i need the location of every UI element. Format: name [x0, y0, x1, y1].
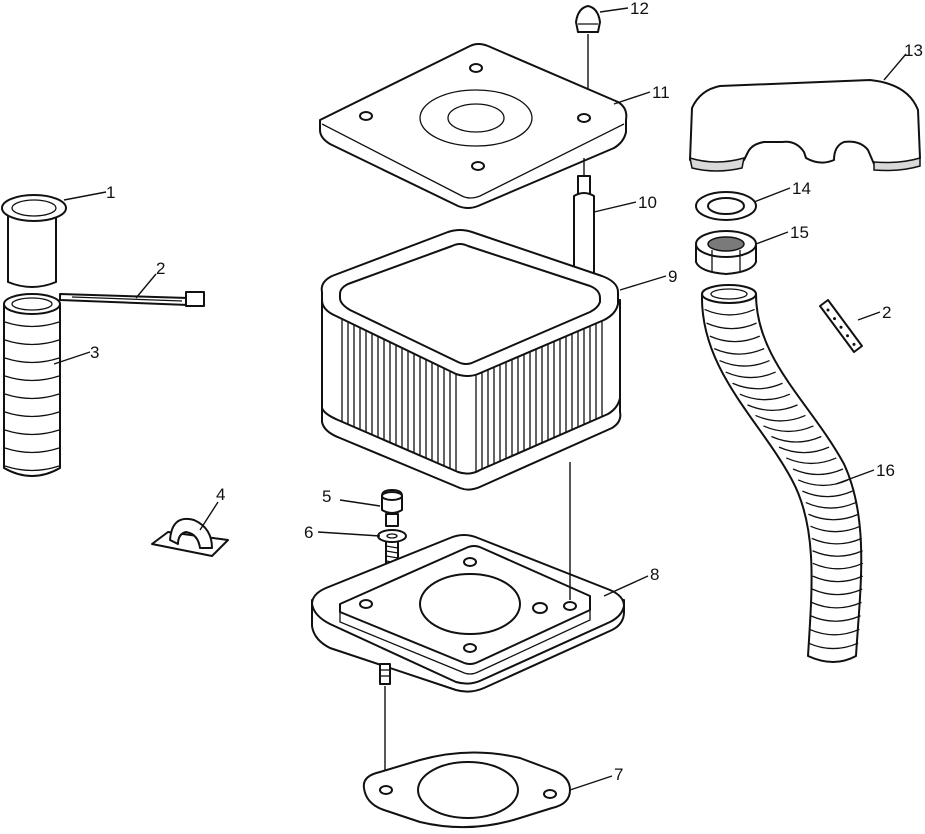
- callout-3: 3: [90, 343, 99, 362]
- part-14-washer: [695, 191, 757, 221]
- callout-14: 14: [792, 179, 811, 198]
- part-9-filter-element: [320, 229, 622, 491]
- callout-1: 1: [106, 183, 115, 202]
- part-2-cable-tie: [59, 291, 205, 307]
- callout-2-left: 2: [156, 259, 165, 278]
- callout-leaders: [53, 7, 907, 791]
- part-8-base-tray: [311, 534, 625, 693]
- part-12-cap-nut: [575, 5, 601, 33]
- part-4-clip: [151, 518, 229, 557]
- callout-8: 8: [650, 565, 659, 584]
- callout-11: 11: [652, 83, 670, 102]
- callout-16: 16: [876, 461, 895, 480]
- bottom-stud: [379, 663, 391, 685]
- callout-12: 12: [630, 0, 649, 18]
- callout-15: 15: [790, 223, 809, 242]
- part-11-top-cover: [319, 43, 628, 209]
- callout-4: 4: [216, 485, 225, 504]
- part-2-strap: [819, 299, 863, 353]
- part-1-sleeve: [1, 194, 67, 288]
- part-15-nut: [695, 230, 757, 275]
- callout-9: 9: [668, 267, 677, 286]
- callout-10: 10: [638, 193, 657, 212]
- callout-13: 13: [904, 41, 923, 60]
- callout-7: 7: [614, 765, 623, 784]
- part-13-airbox-cover: [689, 79, 921, 172]
- part-7-gasket: [362, 751, 571, 829]
- part-16-long-hose: [700, 284, 864, 663]
- callout-6: 6: [304, 523, 313, 542]
- callout-5: 5: [322, 487, 331, 506]
- callout-labels: 1 2 2 3 4 5 6 7 8 9 10 11 12 13 14 15 16: [90, 0, 923, 784]
- part-3-short-hose: [3, 293, 61, 477]
- part-5-bolt: [381, 489, 403, 527]
- callout-2-right: 2: [882, 303, 891, 322]
